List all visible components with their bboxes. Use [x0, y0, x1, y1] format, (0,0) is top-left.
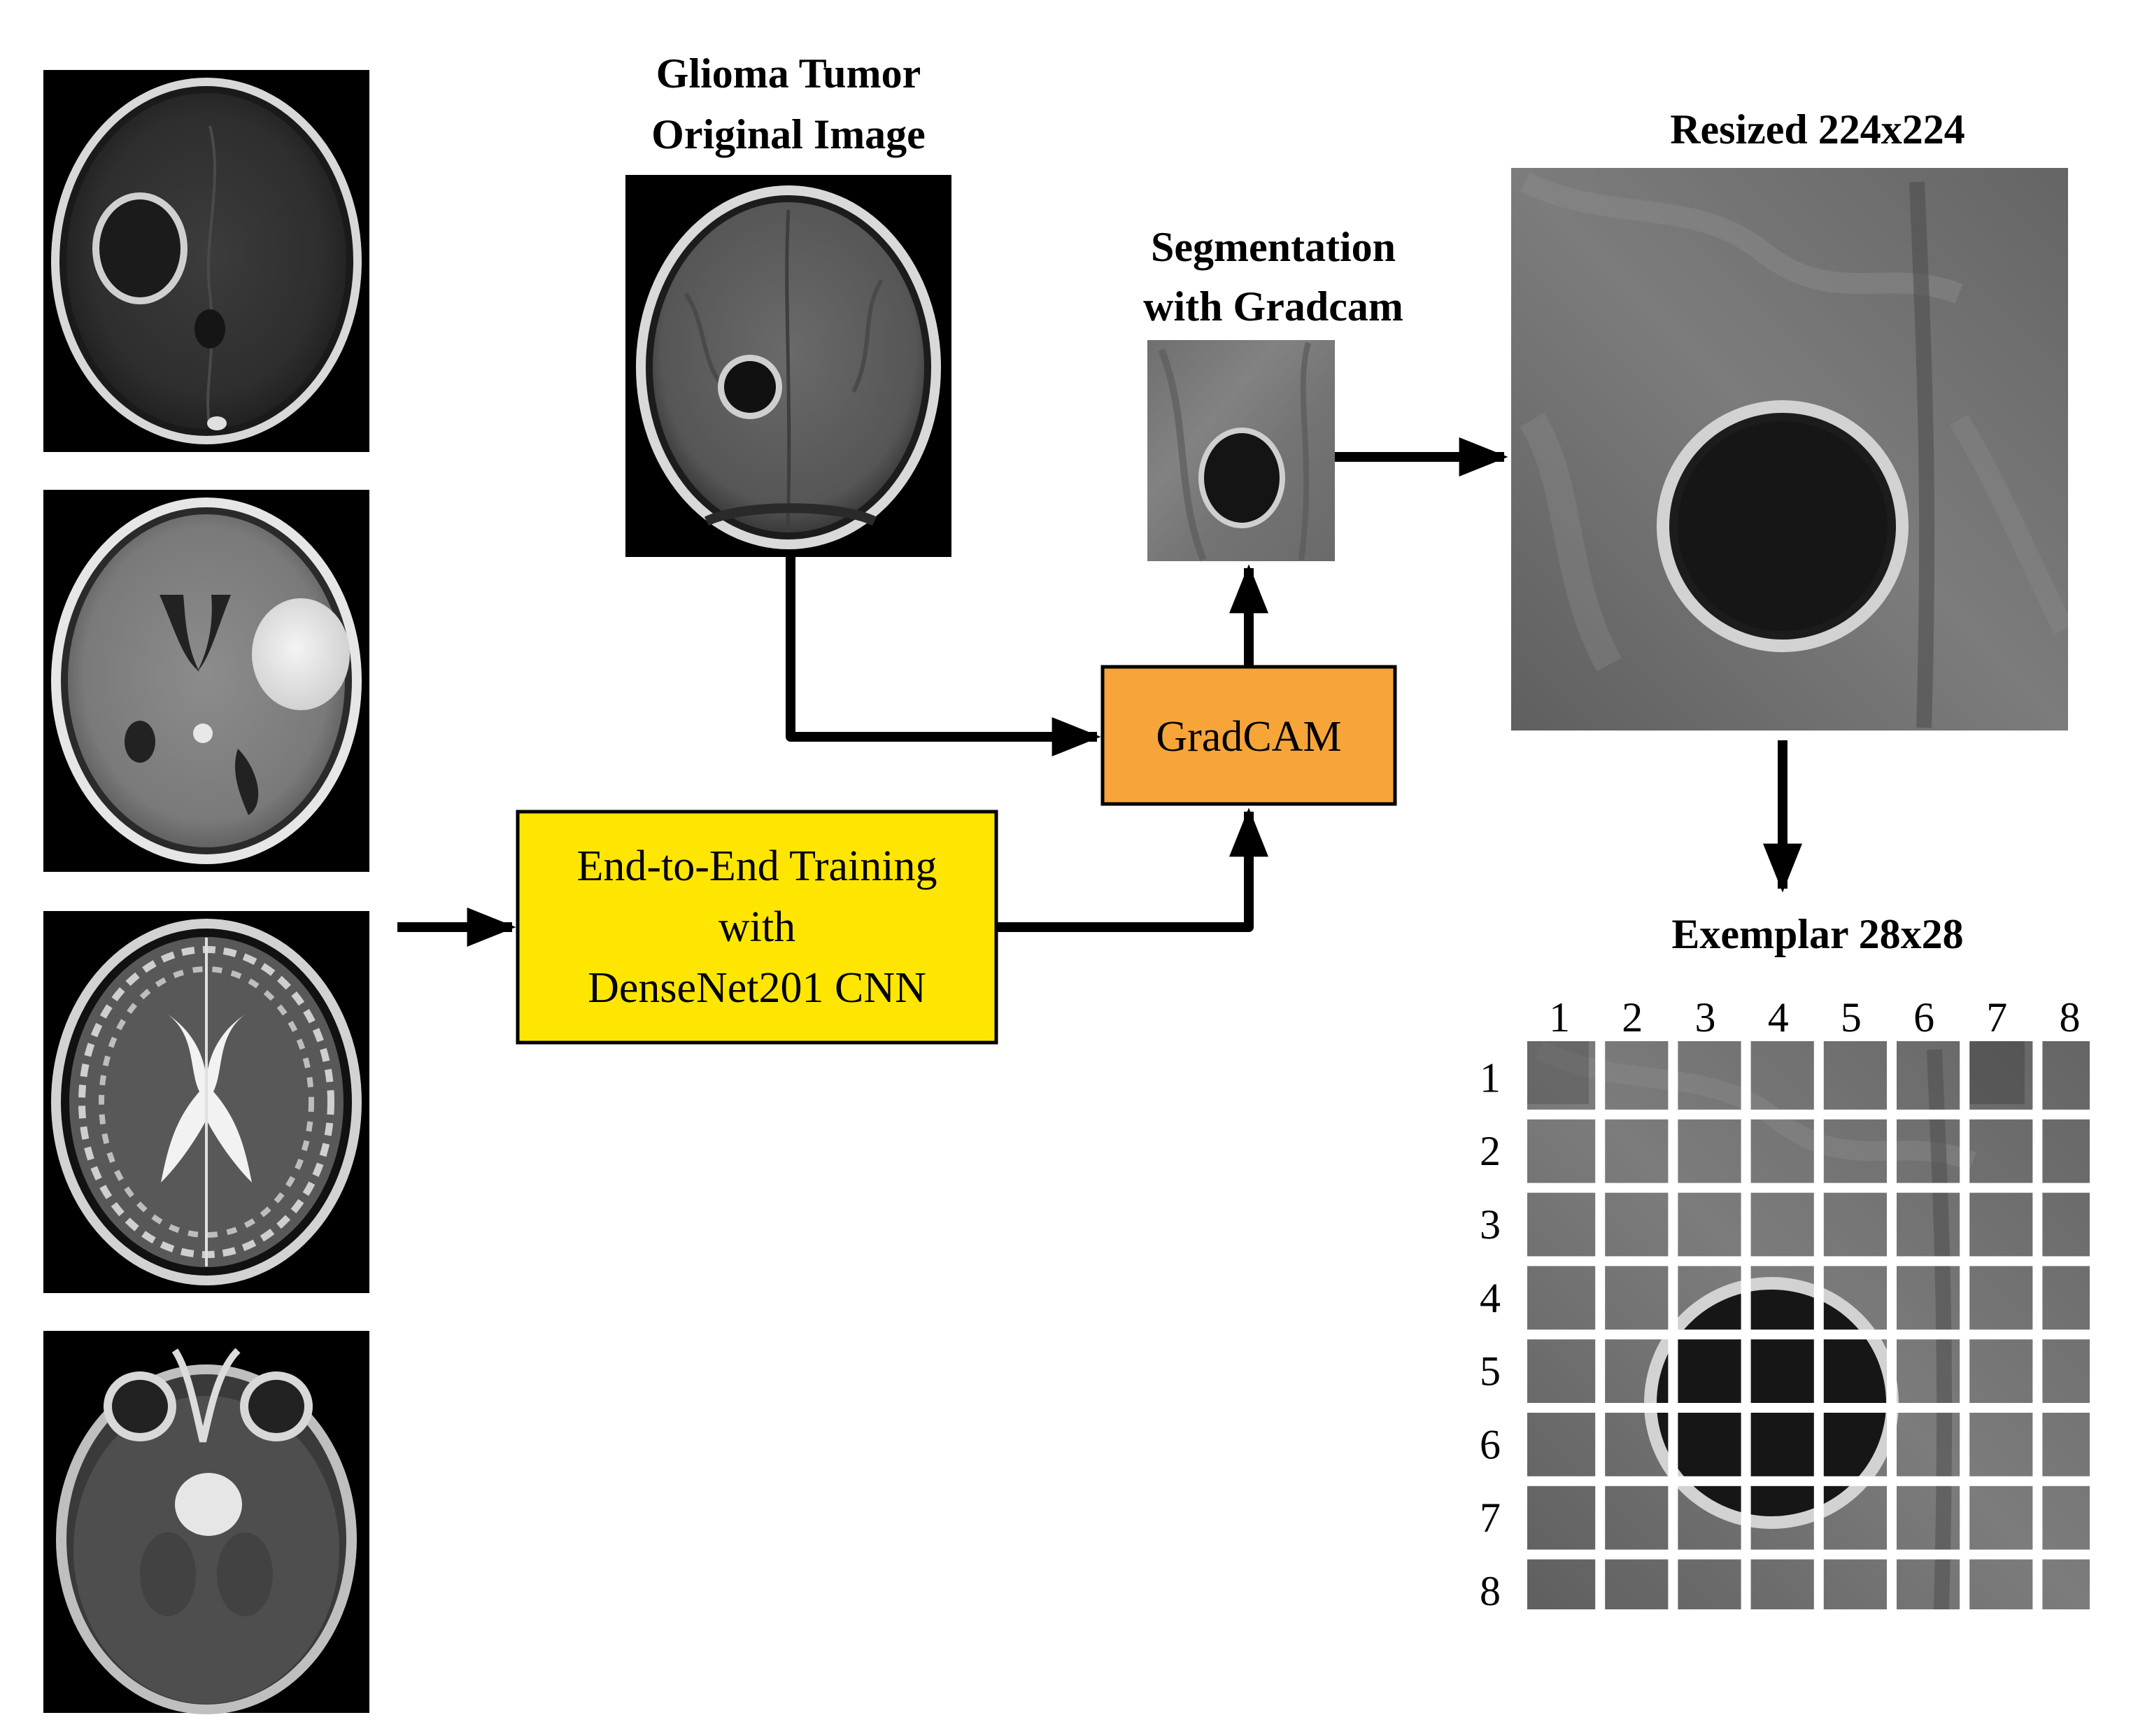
gradcam-box: GradCAM	[1100, 665, 1397, 806]
segmentation-image	[1147, 340, 1335, 561]
grid-separator-horizontal	[1527, 1549, 2111, 1560]
exemplar-column-label: 1	[1549, 994, 1570, 1040]
segmentation-caption-line1: Segmentation	[1151, 224, 1396, 270]
dataset-sample-1-image	[43, 70, 369, 452]
exemplar-grid-lines	[1527, 1041, 2111, 1628]
exemplar-column-label: 6	[1913, 994, 1934, 1040]
original-caption-line1: Glioma Tumor	[656, 50, 921, 97]
exemplar-row-label: 2	[1480, 1128, 1501, 1174]
exemplar-column-label: 4	[1768, 994, 1789, 1040]
original-caption-line2: Original Image	[651, 111, 926, 157]
exemplar-row-label: 3	[1480, 1201, 1501, 1248]
training-box: End-to-End Training with DenseNet201 CNN	[516, 810, 998, 1045]
exemplar-column-label: 7	[1986, 994, 2007, 1040]
gradcam-box-label: GradCAM	[1156, 713, 1341, 761]
exemplar-column-label: 3	[1695, 994, 1716, 1040]
training-box-line2: with	[718, 903, 795, 951]
grid-separator-horizontal	[1527, 1256, 2111, 1266]
exemplar-row-label: 8	[1480, 1568, 1501, 1614]
exemplar-row-label: 7	[1480, 1495, 1501, 1541]
dataset-sample-3-image	[43, 911, 369, 1293]
exemplar-row-label: 4	[1480, 1275, 1501, 1321]
exemplar-grid-image	[1527, 1041, 2090, 1609]
resized-caption: Resized 224x224	[1670, 106, 1965, 153]
arrow-training-to-gradcam	[996, 807, 1268, 932]
exemplar-row-label: 1	[1480, 1054, 1501, 1101]
segmentation-caption-line2: with Gradcam	[1143, 283, 1403, 330]
dataset-sample-4-image	[43, 1331, 369, 1714]
arrows	[397, 437, 1802, 947]
exemplar-column-label: 5	[1841, 994, 1862, 1040]
exemplar-row-label: 5	[1480, 1348, 1501, 1395]
exemplar-column-label: 8	[2060, 994, 2081, 1040]
dataset-sample-2-image	[43, 490, 369, 872]
grid-separator-horizontal	[1527, 1183, 2111, 1193]
original-glioma-image	[625, 175, 951, 557]
arrow-original-to-gradcam	[786, 557, 1101, 756]
exemplar-row-labels: 1 2 3 4 5 6 7 8	[1480, 1054, 1501, 1614]
grid-separator-horizontal	[1527, 1476, 2111, 1486]
exemplar-column-label: 2	[1622, 994, 1643, 1040]
grid-separator-horizontal	[1527, 1109, 2111, 1120]
exemplar-column-labels: 1 2 3 4 5 6 7 8	[1549, 994, 2080, 1040]
exemplar-caption: Exemplar 28x28	[1671, 911, 1963, 957]
exemplar-row-label: 6	[1480, 1421, 1501, 1467]
resized-image	[1511, 168, 2068, 731]
training-box-line1: End-to-End Training	[577, 842, 937, 890]
training-box-line3: DenseNet201 CNN	[588, 964, 926, 1012]
grid-separator-horizontal	[1527, 1329, 2111, 1340]
grid-separator-horizontal	[1527, 1403, 2111, 1413]
